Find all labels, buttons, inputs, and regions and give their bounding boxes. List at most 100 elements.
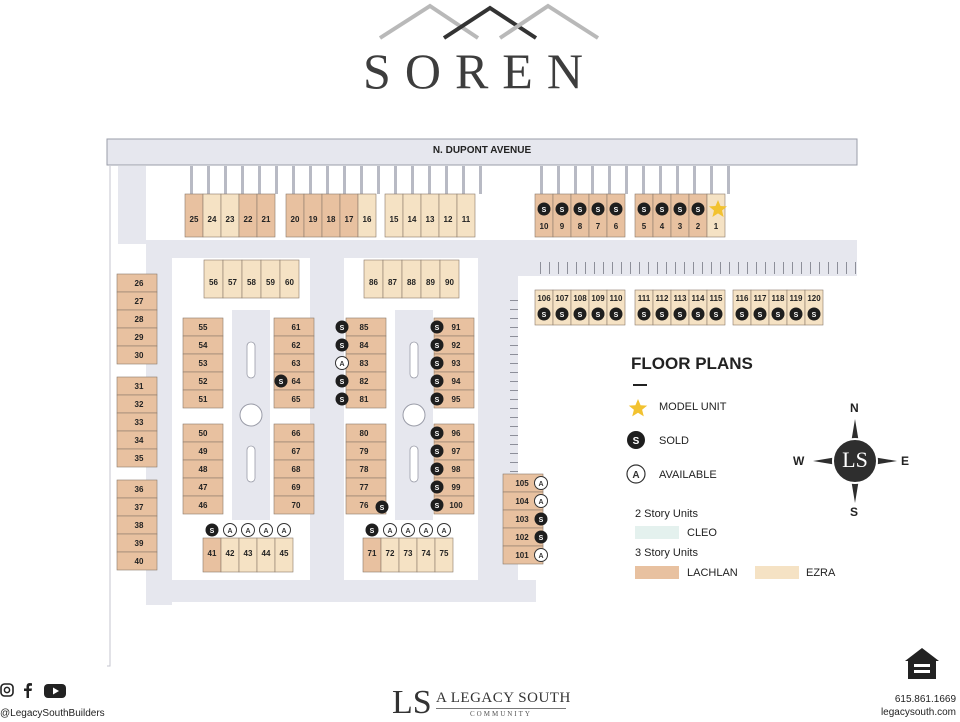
sold-badge: S — [534, 530, 548, 544]
parking-stripe — [639, 262, 640, 274]
unit-77: 77 — [345, 477, 387, 497]
driveway — [275, 166, 278, 194]
unit-14: 14 — [402, 193, 422, 238]
unit-label: 62 — [292, 341, 301, 350]
parking-stripe — [510, 399, 518, 400]
unit-label: 61 — [292, 323, 301, 332]
unit-label: 111 — [638, 294, 651, 303]
sold-badge: S — [335, 392, 349, 406]
badge-circle — [807, 307, 821, 321]
unit-101: 101 — [502, 545, 544, 565]
badge-circle — [241, 523, 255, 537]
unit-11: 11 — [456, 193, 476, 238]
parking-stripe — [720, 262, 721, 274]
badge-circle — [537, 202, 551, 216]
instagram-icon[interactable] — [0, 682, 14, 698]
unit-label: 63 — [292, 359, 301, 368]
sold-badge: S — [637, 307, 651, 321]
unit-label: 15 — [390, 215, 399, 224]
logo-rule — [436, 708, 566, 709]
unit-label: 5 — [642, 222, 647, 231]
unit-73: 73 — [398, 537, 418, 573]
parking-stripe — [819, 262, 820, 274]
unit-60: 60 — [279, 259, 300, 299]
legend-title: FLOOR PLANS — [631, 354, 753, 373]
svg-text:S: S — [633, 436, 640, 447]
website-link[interactable]: legacysouth.com — [880, 707, 956, 718]
driveway — [292, 166, 295, 194]
badge-circle — [534, 494, 548, 508]
badge-circle — [274, 374, 288, 388]
unit-68: 68 — [273, 459, 315, 479]
badge-letter: S — [435, 325, 440, 332]
compass-icon — [813, 419, 897, 503]
badge-letter: A — [423, 528, 428, 535]
unit-27: 27 — [116, 291, 158, 311]
sold-badge: S — [655, 307, 669, 321]
unit-lot — [274, 537, 294, 573]
unit-label: 99 — [452, 483, 461, 492]
unit-85: 85 — [345, 317, 387, 337]
legend-model-unit: MODEL UNIT — [659, 401, 727, 413]
badge-letter: S — [435, 361, 440, 368]
unit-label: 21 — [262, 215, 271, 224]
street-label: N. DUPONT AVENUE — [432, 145, 532, 156]
unit-label: 58 — [247, 278, 256, 287]
badge-circle — [335, 320, 349, 334]
badge-letter: S — [435, 449, 440, 456]
unit-47: 47 — [182, 477, 224, 497]
badge-circle — [401, 523, 415, 537]
available-badge: A — [277, 523, 291, 537]
unit-label: 36 — [135, 485, 144, 494]
avenue-road — [106, 138, 858, 166]
unit-31: 31 — [116, 376, 158, 396]
unit-44: 44 — [256, 537, 276, 573]
parking-stripe — [828, 262, 829, 274]
badge-circle — [609, 202, 623, 216]
block-a-roundabout — [239, 403, 263, 427]
unit-label: 56 — [209, 278, 218, 287]
parking-stripe — [510, 300, 518, 301]
badge-letter: S — [539, 535, 544, 542]
social-handle[interactable]: @LegacySouthBuilders — [0, 708, 105, 719]
unit-13: 13 — [420, 193, 440, 238]
mountain-logo-icon — [378, 3, 600, 40]
unit-37: 37 — [116, 497, 158, 517]
unit-label: 85 — [360, 323, 369, 332]
unit-29: 29 — [116, 327, 158, 347]
cleo-swatch — [635, 526, 679, 539]
badge-circle — [609, 307, 623, 321]
available-badge: A — [335, 356, 349, 370]
parking-stripe — [684, 262, 685, 274]
sold-badge: S — [274, 374, 288, 388]
badge-circle — [637, 307, 651, 321]
unit-label: 106 — [537, 294, 551, 303]
badge-circle — [655, 202, 669, 216]
parking-stripe — [567, 262, 568, 274]
badge-circle — [430, 462, 444, 476]
badge-letter: S — [740, 312, 745, 319]
facebook-icon[interactable] — [22, 682, 34, 698]
legend-cleo: CLEO — [687, 527, 717, 539]
youtube-icon[interactable] — [44, 683, 66, 699]
unit-label: 78 — [360, 465, 369, 474]
sold-badge: S — [555, 202, 569, 216]
parking-stripe — [510, 363, 518, 364]
unit-label: 52 — [199, 377, 208, 386]
badge-letter: S — [714, 312, 719, 319]
sold-badge: S — [673, 202, 687, 216]
sold-badge: S — [430, 392, 444, 406]
unit-label: 105 — [515, 479, 529, 488]
badge-letter: S — [435, 431, 440, 438]
badge-circle — [430, 480, 444, 494]
unit-48: 48 — [182, 459, 224, 479]
unit-32: 32 — [116, 394, 158, 414]
unit-label: 102 — [515, 533, 529, 542]
parking-stripe — [675, 262, 676, 274]
unit-39: 39 — [116, 533, 158, 553]
phone-number[interactable]: 615.861.1669 — [894, 694, 956, 705]
badge-circle — [335, 392, 349, 406]
sold-badge: S — [537, 202, 551, 216]
driveway — [591, 166, 594, 194]
